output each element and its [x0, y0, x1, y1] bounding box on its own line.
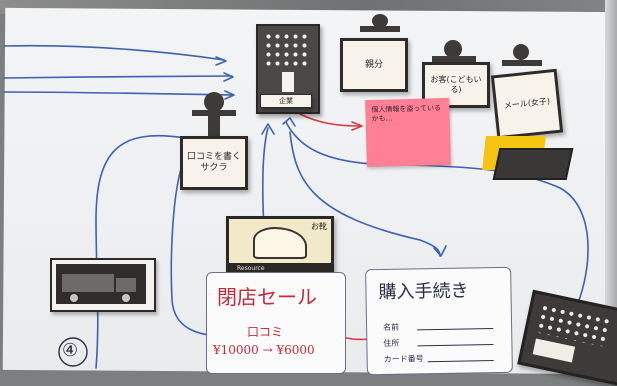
company-label: 企業 [260, 94, 312, 108]
sticky-note: 個人情報を盗っているかも... [365, 98, 451, 167]
sale-price: ¥10000 → ¥6000 [213, 343, 315, 357]
resource-card: お靴 Resource [226, 216, 334, 278]
line-company-down [263, 128, 268, 230]
arrow-red-sticky [300, 114, 360, 126]
whiteboard-photo: 企業 親分 お客(こどもいる) メール(女子) 口コミを書くサクラ 個人情報を盗… [0, 0, 617, 370]
arrow-in-2 [4, 76, 232, 78]
review-writer-label: 口コミを書くサクラ [180, 136, 248, 190]
arrow-in-3 [4, 92, 233, 95]
arrow-in-1 [4, 46, 224, 60]
sale-review: 口コミ [247, 323, 283, 340]
shoe-icon [253, 227, 307, 259]
purchase-paper: 購入手続き 名前 住所 カード番号 [365, 267, 513, 376]
sale-paper: 閉店セール 口コミ ¥10000 → ¥6000 [206, 272, 346, 374]
circle-number: ④ [62, 340, 78, 361]
sale-title: 閉店セール [217, 281, 317, 310]
arrowhead-loop [283, 118, 295, 126]
mail-girl-label: メール(女子) [491, 69, 563, 140]
purchase-field-3: カード番号 [384, 353, 424, 365]
arrowhead-in-2 [224, 73, 233, 81]
resource-tag: お靴 [311, 221, 327, 232]
truck-card [50, 258, 156, 312]
purchase-field-2: 住所 [383, 338, 399, 349]
company-building: 企業 [256, 24, 320, 114]
purchase-field-1: 名前 [383, 322, 399, 333]
parent-label: 親分 [340, 38, 408, 92]
purchase-title: 購入手続き [378, 276, 468, 304]
arrowhead-in-1 [216, 57, 226, 65]
